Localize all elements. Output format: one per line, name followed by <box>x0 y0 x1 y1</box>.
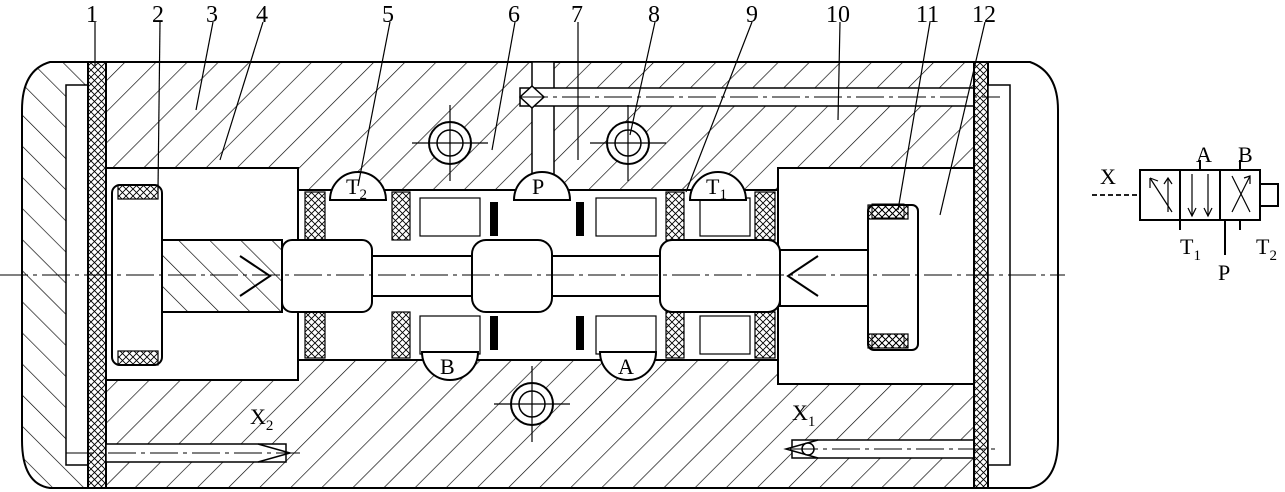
seal-stacks <box>304 191 905 359</box>
part-number-10: 10 <box>826 2 850 28</box>
part-number-11: 11 <box>916 2 939 28</box>
port-t2-label: T2 <box>346 174 367 203</box>
part-number-3: 3 <box>206 2 218 28</box>
part-number-5: 5 <box>382 2 394 28</box>
part-number-9: 9 <box>746 2 758 28</box>
symbol-a-label: A <box>1196 142 1212 167</box>
symbol-t1-label: T1 <box>1180 234 1201 264</box>
port-p-label: P <box>532 174 544 199</box>
port-labels: T2 P T1 B A X2 X1 <box>250 174 815 434</box>
part-number-6: 6 <box>508 2 520 28</box>
leader-lines <box>94 21 986 216</box>
symbol-p-label: P <box>1218 260 1230 285</box>
symbol-b-label: B <box>1238 142 1253 167</box>
part-number-7: 7 <box>571 2 583 28</box>
port-t1-label: T1 <box>706 174 727 203</box>
port-a-label: A <box>618 354 634 379</box>
bolt-holes <box>412 105 666 442</box>
part-number-12: 12 <box>972 2 996 28</box>
part-number-8: 8 <box>648 2 660 28</box>
symbol-x-label: X <box>1100 164 1116 189</box>
port-x2-label: X2 <box>250 404 273 434</box>
part-number-4: 4 <box>256 2 268 28</box>
port-bubbles <box>328 171 748 381</box>
part-number-labels: 1 2 3 4 5 6 7 8 9 10 11 12 <box>86 2 996 28</box>
spool <box>239 239 819 313</box>
sleeves <box>419 197 751 355</box>
part-number-2: 2 <box>152 2 164 28</box>
port-b-label: B <box>440 354 455 379</box>
valve-graphic-symbol: X A B T1 P T2 <box>1092 142 1279 285</box>
port-x1-label: X1 <box>792 400 815 430</box>
part-number-1: 1 <box>86 2 98 28</box>
symbol-t2-label: T2 <box>1256 234 1277 264</box>
